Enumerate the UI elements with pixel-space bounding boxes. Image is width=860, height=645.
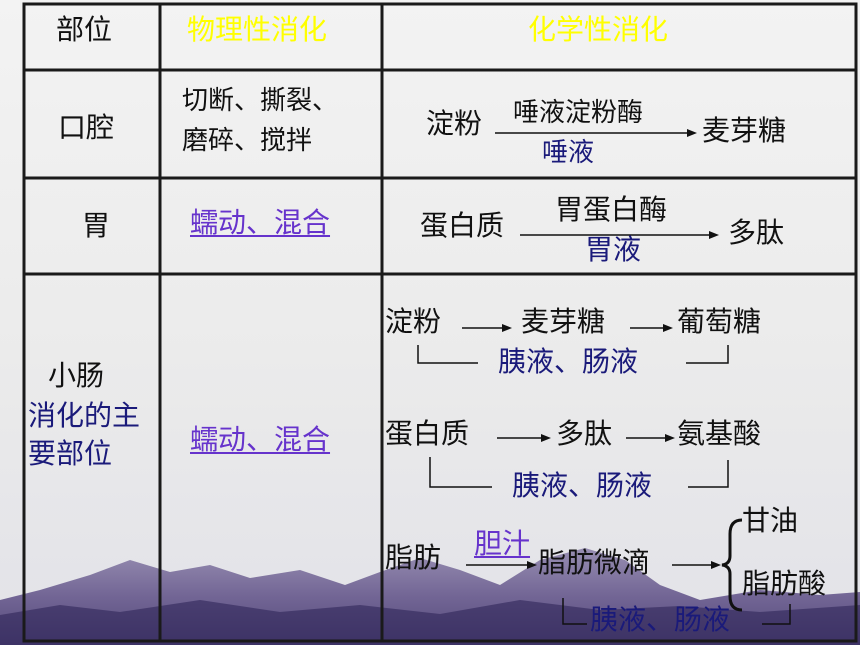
part-mouth: 口腔 — [58, 111, 115, 144]
mouth-juice: 唾液 — [542, 138, 595, 168]
fat-bile: 胆汁 — [474, 527, 531, 560]
mouth-enzyme: 唾液淀粉酶 — [513, 98, 644, 128]
protein-step3: 氨基酸 — [677, 417, 762, 450]
fat-juices: 胰液、肠液 — [590, 603, 731, 636]
part-main-site-line1: 消化的主 — [28, 399, 141, 432]
starch-step1: 淀粉 — [385, 305, 442, 338]
intestine-physical: 蠕动、混合 — [190, 423, 331, 456]
protein-step2: 多肽 — [556, 417, 613, 450]
stomach-physical: 蠕动、混合 — [190, 206, 331, 239]
mouth-physical-line1: 切断、撕裂、 — [182, 86, 339, 116]
fat-product1: 甘油 — [742, 504, 799, 537]
mouth-substrate: 淀粉 — [426, 107, 483, 140]
stomach-product: 多肽 — [728, 216, 785, 249]
protein-step1: 蛋白质 — [385, 417, 470, 450]
fat-product2: 脂肪酸 — [742, 567, 827, 600]
starch-step3: 葡萄糖 — [677, 305, 762, 338]
header-physical-digestion: 物理性消化 — [187, 13, 328, 46]
part-stomach: 胃 — [82, 209, 111, 242]
fat-step1: 脂肪 — [385, 541, 442, 574]
header-chemical-digestion: 化学性消化 — [528, 13, 669, 46]
stomach-enzyme: 胃蛋白酶 — [555, 193, 668, 226]
stomach-juice: 胃液 — [585, 233, 642, 266]
header-part: 部位 — [56, 13, 113, 46]
fat-step2: 脂肪微滴 — [538, 546, 651, 579]
starch-step2: 麦芽糖 — [521, 305, 606, 338]
starch-juices: 胰液、肠液 — [498, 345, 639, 378]
part-small-intestine: 小肠 — [48, 359, 105, 392]
stomach-substrate: 蛋白质 — [420, 209, 505, 242]
mouth-product: 麦芽糖 — [702, 114, 787, 147]
protein-juices: 胰液、肠液 — [512, 469, 653, 502]
part-main-site-line2: 要部位 — [28, 437, 113, 470]
mouth-physical-line2: 磨碎、搅拌 — [182, 126, 313, 156]
